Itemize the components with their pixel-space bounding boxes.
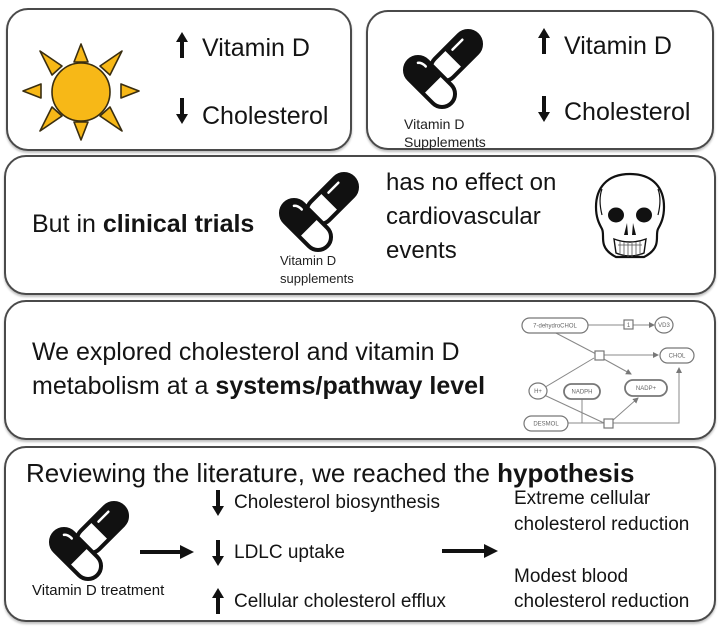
svg-text:H+: H+ bbox=[534, 389, 542, 395]
pill-icon bbox=[397, 23, 489, 115]
supplements-caption-line1: Vitamin D bbox=[404, 116, 465, 132]
svg-text:VD3: VD3 bbox=[658, 323, 670, 329]
pathway-node: NADP+ bbox=[624, 379, 668, 397]
pathway-edge bbox=[612, 367, 682, 424]
trials-pill-caption-line2: supplements bbox=[280, 271, 354, 286]
systems-line2-prefix: metabolism at a bbox=[32, 372, 216, 400]
outcome1-line2: cholesterol reduction bbox=[514, 514, 690, 535]
panel-clinical-trials: But in clinical trials Vitamin D supplem… bbox=[4, 155, 716, 295]
cholesterol-label: Cholesterol bbox=[202, 102, 329, 130]
pathway-node: 7-dehydroCHOL bbox=[521, 317, 589, 334]
trials-prefix: But in bbox=[32, 210, 103, 238]
systems-line2-emphasis: systems/pathway level bbox=[215, 372, 486, 400]
panel-hypothesis: Reviewing the literature, we reached the… bbox=[4, 446, 716, 622]
pathway-edge bbox=[601, 357, 632, 375]
pathway-reaction-box bbox=[594, 350, 605, 361]
panel-supplements: Vitamin D Supplements Vitamin D Choleste… bbox=[366, 10, 714, 150]
panel-systems: We explored cholesterol and vitamin D me… bbox=[4, 300, 716, 440]
svg-text:CHOL: CHOL bbox=[669, 354, 686, 360]
trials-statement: But in clinical trials bbox=[32, 212, 254, 237]
systems-line2: metabolism at a systems/pathway level bbox=[32, 374, 485, 399]
trials-emphasis: clinical trials bbox=[102, 210, 255, 238]
arrow-up-icon bbox=[212, 588, 224, 614]
arrow-up-icon bbox=[538, 28, 550, 54]
arrow-right-icon bbox=[442, 544, 498, 558]
pathway-diagram: 7-dehydroCHOL 1 VD3 CHOL H+ NADPH NADP+ … bbox=[521, 316, 695, 432]
pathway-node: H+ bbox=[528, 382, 548, 400]
effect-ldlc-uptake: LDLC uptake bbox=[234, 542, 345, 563]
arrow-down-icon bbox=[538, 96, 550, 122]
vitamin-d-label: Vitamin D bbox=[202, 34, 310, 62]
svg-text:7-dehydroCHOL: 7-dehydroCHOL bbox=[533, 324, 577, 330]
effect-efflux: Cellular cholesterol efflux bbox=[234, 591, 446, 612]
pathway-node: DESMOL bbox=[523, 415, 569, 432]
pathway-node: CHOL bbox=[659, 347, 695, 364]
effect-line1: has no effect on bbox=[386, 169, 557, 196]
pathway-reaction-box: 1 bbox=[623, 319, 634, 330]
arrow-down-icon bbox=[176, 98, 188, 124]
arrow-up-icon bbox=[176, 32, 188, 58]
pathway-reaction-box bbox=[603, 418, 614, 429]
arrow-right-icon bbox=[140, 545, 194, 559]
treatment-label: Vitamin D treatment bbox=[32, 582, 165, 599]
pathway-node: VD3 bbox=[654, 316, 674, 334]
svg-text:1: 1 bbox=[627, 323, 631, 329]
sun-icon bbox=[22, 43, 140, 141]
arrow-down-icon bbox=[212, 540, 224, 566]
pill-icon bbox=[43, 495, 135, 587]
skull-icon bbox=[594, 172, 666, 259]
pathway-node: NADPH bbox=[563, 383, 601, 400]
hypothesis-title: Reviewing the literature, we reached the… bbox=[26, 458, 634, 489]
hypothesis-title-prefix: Reviewing the literature, we reached the bbox=[26, 458, 498, 488]
pathway-edge bbox=[541, 357, 595, 390]
trials-pill-caption-line1: Vitamin D bbox=[280, 253, 337, 268]
supplements-caption-line2: Supplements bbox=[404, 134, 486, 150]
hypothesis-title-emphasis: hypothesis bbox=[497, 458, 635, 488]
svg-text:NADPH: NADPH bbox=[571, 390, 592, 396]
pathway-edge bbox=[611, 397, 639, 422]
vitamin-d-label: Vitamin D bbox=[564, 32, 672, 60]
outcome1-line1: Extreme cellular bbox=[514, 488, 651, 509]
svg-text:DESMOL: DESMOL bbox=[533, 422, 559, 428]
effect-line3: events bbox=[386, 237, 457, 264]
effect-biosynthesis: Cholesterol biosynthesis bbox=[234, 492, 440, 513]
systems-line1: We explored cholesterol and vitamin D bbox=[32, 338, 460, 366]
outcome2-line1: Modest blood bbox=[514, 566, 629, 587]
pathway-edge bbox=[581, 398, 604, 424]
pathway-edge bbox=[541, 393, 605, 424]
effect-line2: cardiovascular bbox=[386, 203, 541, 230]
pill-icon bbox=[273, 166, 365, 258]
pathway-edge bbox=[553, 331, 599, 356]
arrow-down-icon bbox=[212, 490, 224, 516]
svg-text:NADP+: NADP+ bbox=[636, 386, 657, 392]
outcome2-line2: cholesterol reduction bbox=[514, 591, 690, 612]
cholesterol-label: Cholesterol bbox=[564, 98, 691, 126]
panel-sunlight: Vitamin D Cholesterol bbox=[6, 8, 352, 151]
